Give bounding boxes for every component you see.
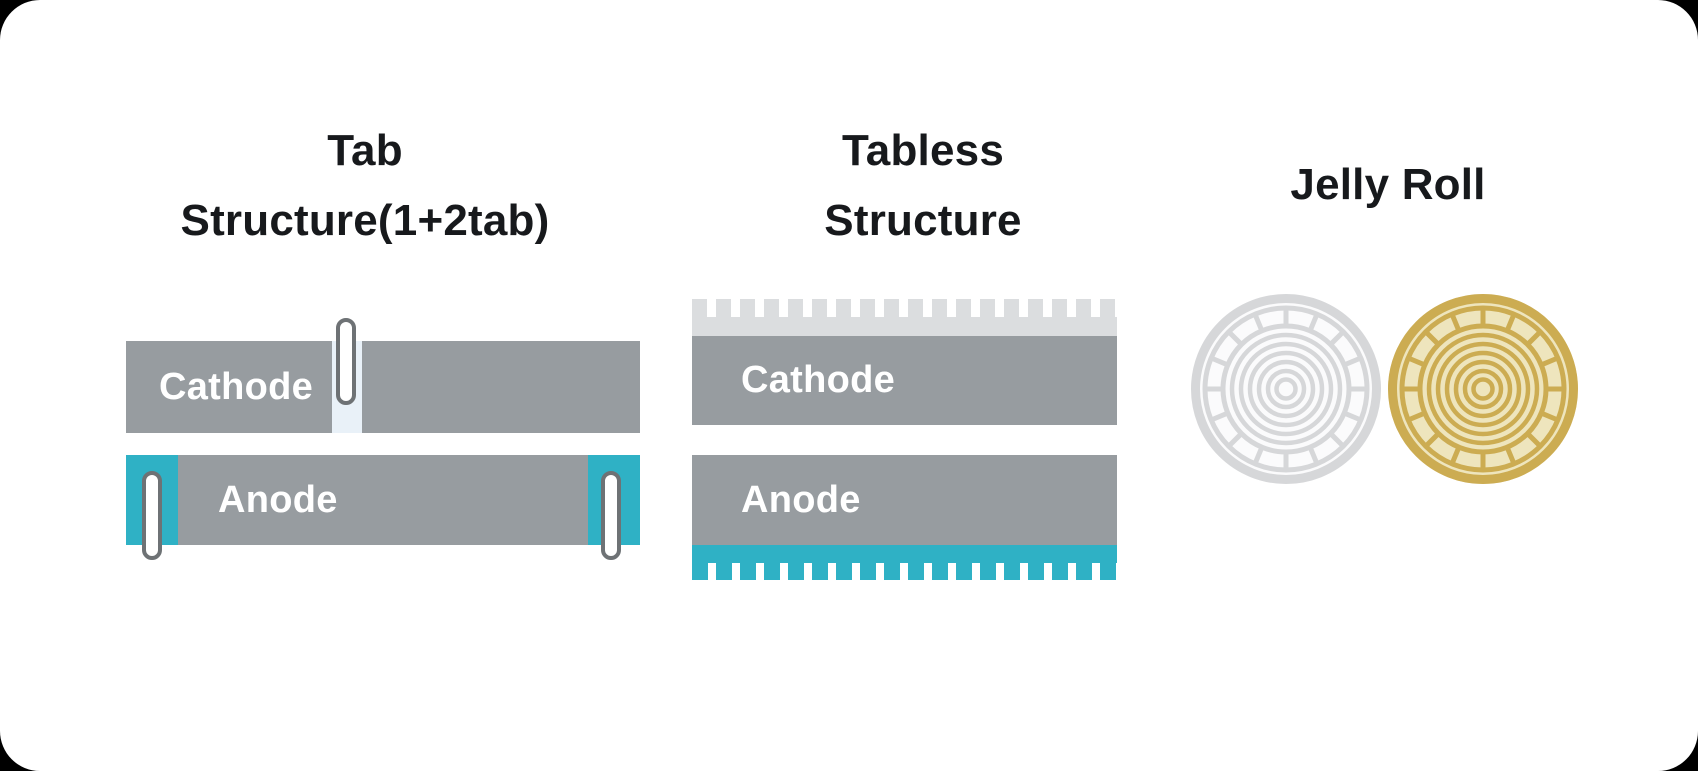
anode-bar-tab: Anode <box>126 455 640 560</box>
jelly-roll-gray-icon <box>1191 294 1381 484</box>
cathode-bar-tab: Cathode <box>126 318 640 433</box>
cathode-tab <box>336 318 356 405</box>
anode-tab-left <box>142 471 162 560</box>
anode-foil-band <box>692 545 1117 563</box>
title-tab-structure: Tab Structure(1+2tab) <box>165 116 565 256</box>
title-line: Structure(1+2tab) <box>180 196 550 245</box>
cathode-label: Cathode <box>741 359 896 401</box>
title-jelly-roll: Jelly Roll <box>1188 150 1588 220</box>
cathode-foil-comb <box>692 299 1117 317</box>
cathode-bar-tabless: Cathode <box>692 336 1117 425</box>
title-line: Jelly Roll <box>1290 160 1486 209</box>
anode-tab-right <box>601 471 621 560</box>
cathode-foil-band <box>692 317 1117 336</box>
anode-label: Anode <box>741 478 861 521</box>
anode-bar-tabless: Anode <box>692 455 1117 545</box>
title-line: Tabless <box>842 126 1004 175</box>
cathode-label: Cathode <box>159 365 314 408</box>
anode-foil-comb <box>692 563 1117 580</box>
jelly-roll-gold-icon <box>1388 294 1578 484</box>
anode-label: Anode <box>218 478 338 521</box>
title-tabless-structure: Tabless Structure <box>723 116 1123 256</box>
title-line: Structure <box>824 196 1022 245</box>
title-line: Tab <box>327 126 403 175</box>
